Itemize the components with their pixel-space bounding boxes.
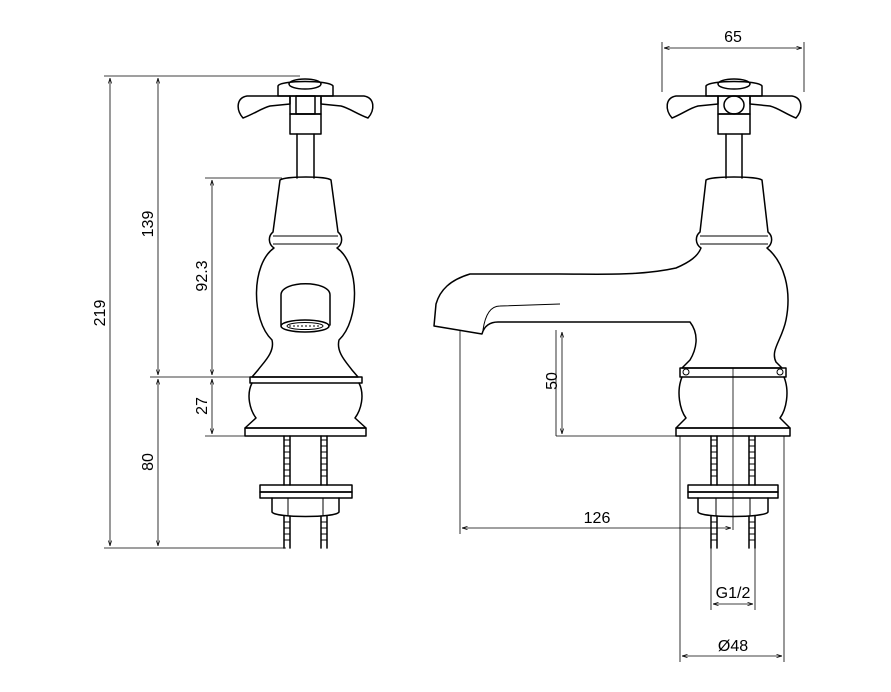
side-dimensions: 65 50 126 G1/2 Ø48 [459,29,805,662]
side-body [433,176,789,369]
dim-50-label: 50 [544,372,561,390]
front-dimensions: 219 139 80 92.3 27 [92,75,300,549]
front-shank [259,435,353,549]
dim-80-label: 80 [140,453,157,471]
front-base [244,376,367,437]
dim-65-label: 65 [724,29,742,46]
side-view: 65 50 126 G1/2 Ø48 [433,29,805,662]
dim-92-3-label: 92.3 [194,260,211,291]
dim-27-label: 27 [194,397,211,415]
front-spindle [296,133,315,179]
side-spindle [725,133,743,179]
front-view: 219 139 80 92.3 27 [92,75,374,549]
front-body [251,176,359,378]
dim-219-label: 219 [92,300,109,327]
dim-126-label: 126 [584,510,611,527]
dim-139-label: 139 [140,211,157,238]
dim-diameter-label: Ø48 [718,638,748,655]
dim-thread-label: G1/2 [716,585,751,602]
side-cross-handle [666,78,802,135]
front-cross-handle [237,78,374,135]
